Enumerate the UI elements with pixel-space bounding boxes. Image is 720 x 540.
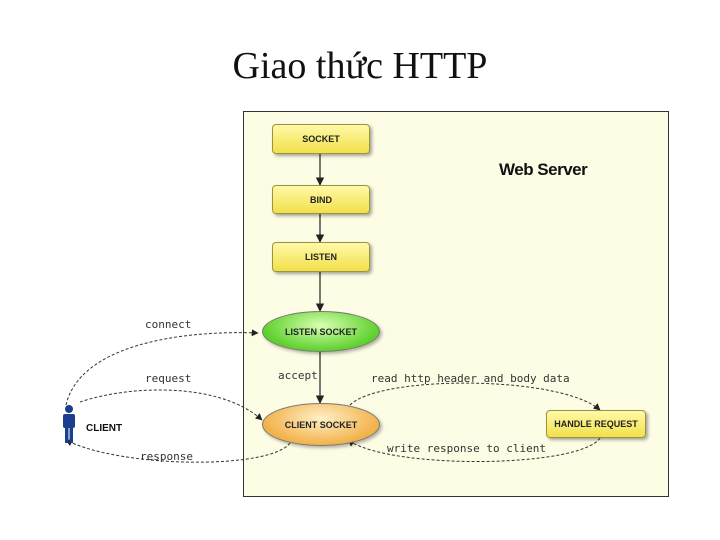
arrow-request [79, 389, 263, 421]
client-person-icon [63, 405, 75, 443]
bind-node: BIND [272, 185, 370, 214]
arrow-connect [65, 329, 259, 406]
write-label: write response to client [387, 442, 546, 455]
client-label: CLIENT [86, 423, 123, 434]
handle-request-node: HANDLE REQUEST [546, 410, 646, 438]
arrow-write [347, 437, 601, 463]
arrow-read [349, 382, 601, 411]
request-label: request [145, 372, 192, 385]
client-socket-node: CLIENT SOCKET [262, 403, 380, 446]
socket-node: SOCKET [272, 124, 370, 154]
response-label: response [140, 450, 193, 463]
listen-socket-node: LISTEN SOCKET [262, 311, 380, 352]
accept-label: accept [278, 369, 318, 382]
slide-title: Giao thức HTTP [232, 45, 488, 87]
arrow-response [65, 439, 291, 463]
listen-node: LISTEN [272, 242, 370, 272]
web-server-label: Web Server [499, 160, 588, 179]
connect-label: connect [145, 318, 192, 331]
read-label: read http header and body data [371, 372, 570, 385]
